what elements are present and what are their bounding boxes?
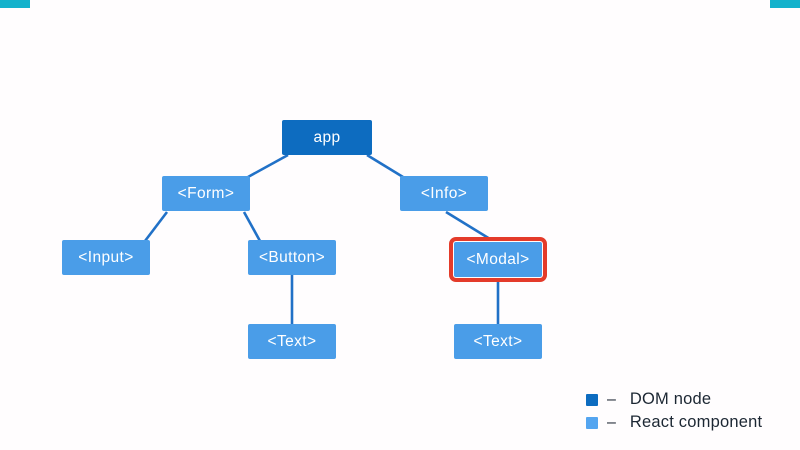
tree-edge-form-button	[242, 211, 262, 242]
top-right-accent-bar	[770, 0, 800, 8]
legend-swatch-react-component	[586, 416, 598, 429]
legend-separator: –	[607, 390, 616, 408]
tree-edge-info-modal	[445, 210, 491, 241]
tree-node-button: <Button>	[248, 240, 336, 275]
tree-node-app: app	[282, 120, 372, 155]
tree-edge-form-input	[143, 211, 169, 242]
tree-node-text-left: <Text>	[248, 324, 336, 359]
tree-edge-app-form	[247, 153, 289, 179]
tree-node-input: <Input>	[62, 240, 150, 275]
tree-node-modal: <Modal>	[449, 237, 547, 282]
legend-separator: –	[607, 413, 616, 431]
legend-item-react-component: –React component	[586, 411, 762, 434]
legend-label-dom-node: DOM node	[629, 390, 712, 408]
tree-node-form: <Form>	[162, 176, 250, 211]
legend-label-react-component: React component	[629, 413, 763, 431]
legend-swatch-dom-node	[586, 393, 598, 406]
tree-node-info: <Info>	[400, 176, 488, 211]
legend: –DOM node–React component	[586, 388, 762, 434]
legend-item-dom-node: –DOM node	[586, 388, 762, 411]
top-left-accent-bar	[0, 0, 30, 8]
tree-edge-app-info	[366, 153, 404, 179]
tree-node-text-right: <Text>	[454, 324, 542, 359]
